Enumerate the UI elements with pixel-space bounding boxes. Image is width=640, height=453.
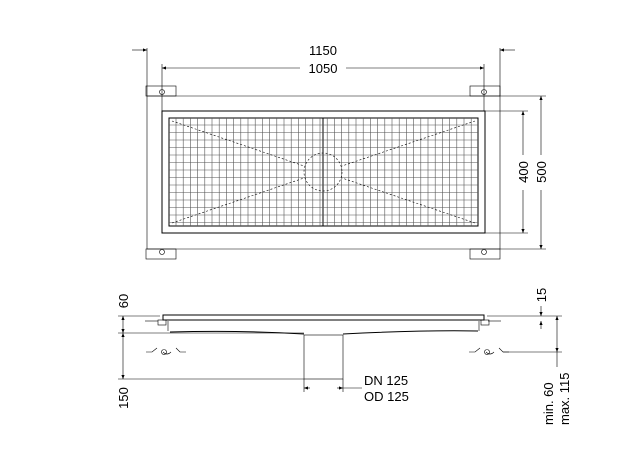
dim-outer-width: 1150 (132, 43, 515, 58)
floor-symbols (146, 347, 509, 355)
dim-outlet-depth: 150 (116, 333, 304, 409)
outer-frame (146, 48, 501, 250)
outlet-circle (303, 152, 343, 192)
dim-outer-height: 500 (500, 95, 549, 250)
dim-inner-height-label: 400 (516, 161, 531, 183)
slope-lines (171, 120, 476, 224)
dim-outlet-depth-label: 150 (116, 387, 131, 409)
outlet-pipe (303, 334, 344, 380)
outlet-od-label: OD 125 (364, 389, 409, 404)
side-view: 60 150 DN 125 OD 125 15 min. 60 m (116, 288, 572, 425)
dim-outer-height-label: 500 (534, 161, 549, 183)
dim-grate-thickness: 15 (487, 288, 562, 329)
dim-outlet-diameter: DN 125 OD 125 (303, 373, 409, 404)
dim-installation-height: min. 60 max. 115 (503, 316, 572, 425)
outlet-dn-label: DN 125 (364, 373, 408, 388)
dim-inner-width-label: 1050 (309, 61, 338, 76)
dim-inner-width: 1050 (161, 61, 485, 111)
dim-inner-height: 400 (485, 110, 531, 234)
top-view: 1150 1050 400 500 (132, 43, 549, 260)
drain-body-profile (169, 330, 479, 335)
dim-frame-height: 60 (116, 294, 304, 334)
grate-profile (162, 314, 485, 321)
grating (168, 117, 479, 227)
dim-grate-thickness-label: 15 (534, 288, 549, 302)
dim-max-label: max. 115 (557, 372, 572, 425)
dim-outer-width-label: 1150 (309, 43, 337, 58)
dim-min-label: min. 60 (541, 382, 556, 425)
dim-frame-height-label: 60 (116, 294, 131, 308)
drain-body (161, 110, 486, 234)
